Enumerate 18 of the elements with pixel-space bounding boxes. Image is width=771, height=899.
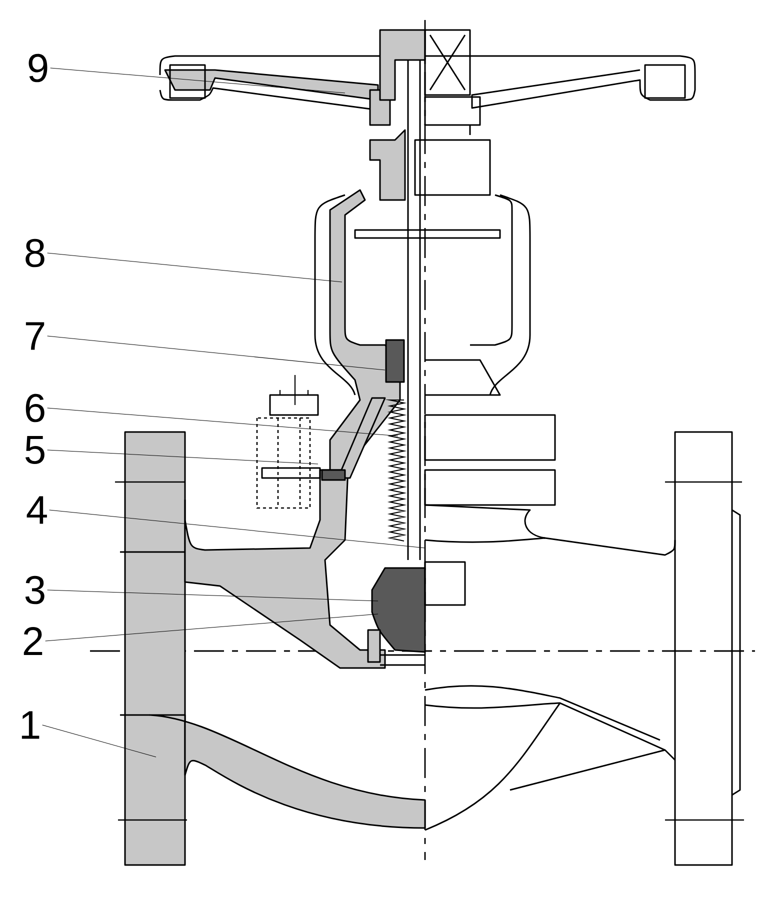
leader-line	[42, 724, 156, 758]
callout-number: 4	[26, 496, 47, 524]
leader-line	[45, 614, 378, 642]
leader-line	[47, 408, 398, 436]
leader-line	[50, 68, 346, 94]
callout-number: 1	[22, 711, 40, 739]
callout-number: 3	[25, 576, 44, 604]
callout-number: 5	[25, 436, 44, 464]
callout-number: 7	[26, 322, 44, 350]
callout-number: 9	[28, 54, 48, 82]
leader-line	[49, 510, 426, 548]
leader-line	[47, 336, 386, 370]
callout-number: 8	[26, 238, 44, 268]
leader-line	[47, 590, 378, 602]
leader-line	[47, 450, 318, 464]
leader-line	[47, 252, 342, 282]
callout-number: 6	[26, 394, 44, 422]
callout-number: 2	[24, 627, 42, 655]
